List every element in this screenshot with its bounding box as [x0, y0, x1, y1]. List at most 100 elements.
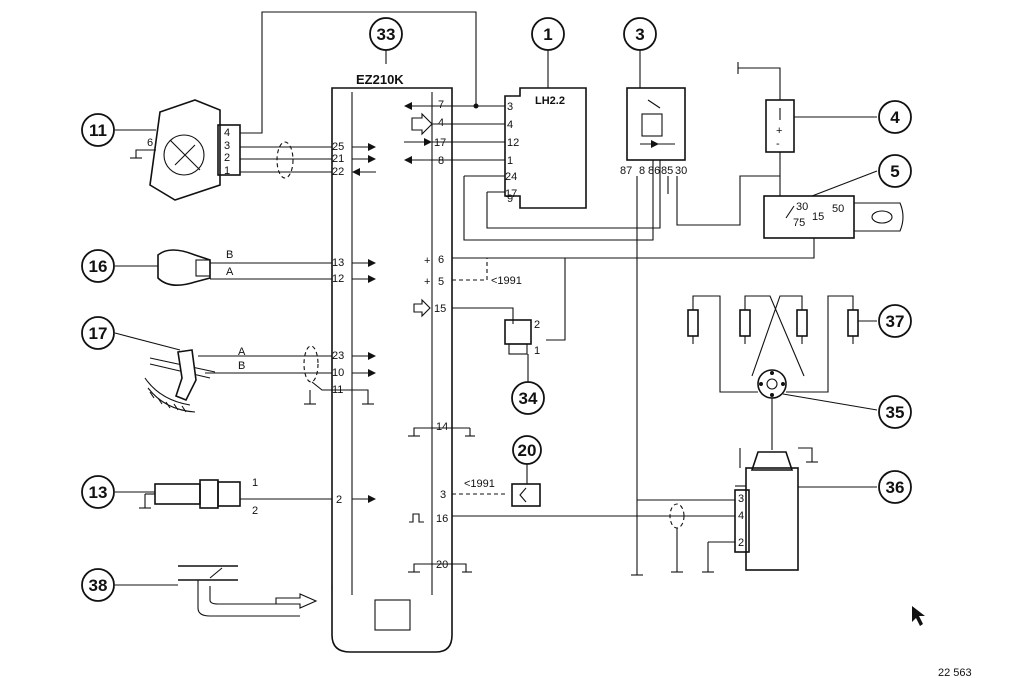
th-pin-3: 3 — [224, 140, 230, 152]
callout-38: 38 — [81, 568, 115, 602]
ecu-pin-14: 14 — [436, 421, 448, 433]
wire-plug-4 — [786, 295, 854, 393]
ecu-pin-17: 17 — [434, 137, 446, 149]
ecu-module: EZ210K — [331, 72, 453, 653]
ignition-coil: 3 4 2 — [734, 451, 799, 571]
wire-coil-2 — [707, 541, 735, 572]
distributor — [757, 369, 787, 399]
callout-34: 34 — [511, 381, 545, 415]
svg-text:35: 35 — [886, 403, 905, 422]
ecu-left-pins: 25 21 22 13 12 23 10 11 2 — [332, 141, 344, 506]
th-ground-pin: 6 — [147, 137, 153, 149]
ecu-pin-13: 13 — [332, 257, 344, 269]
speed-wire-a: A — [238, 346, 246, 358]
callout-20: 20 — [512, 435, 542, 465]
ecu-pin-21: 21 — [332, 153, 344, 165]
wire-lh-to-relay — [463, 160, 654, 241]
lh-pin-9: 9 — [507, 193, 513, 205]
relay-pin-30: 30 — [675, 165, 687, 177]
svg-text:1: 1 — [543, 25, 552, 44]
speed-wire-b: B — [238, 360, 245, 372]
coil-pin-2: 2 — [738, 537, 744, 549]
relay-pin-85: 85 — [661, 165, 673, 177]
lh-module: LH2.2 3 4 12 1 24 17 9 — [504, 87, 587, 209]
ecu-pin-12: 12 — [332, 273, 344, 285]
lh-pin-4: 4 — [507, 119, 513, 131]
temp-pin-2: 2 — [252, 505, 258, 517]
leader-lines — [114, 50, 641, 586]
spark-plug-2 — [739, 300, 751, 344]
callout-13: 13 — [81, 475, 115, 509]
left-arrows — [352, 143, 376, 503]
lh-pin-1: 1 — [507, 155, 513, 167]
ign-pin-75: 75 — [793, 217, 805, 229]
note-lt1991-b: <1991 — [464, 478, 495, 490]
callout-36: 36 — [878, 470, 912, 504]
ecu-grounds — [408, 427, 475, 573]
svg-text:4: 4 — [890, 108, 900, 127]
knock-wire-a: A — [226, 266, 234, 278]
spark-plug-1 — [687, 300, 699, 344]
callout-5: 5 — [878, 154, 912, 188]
c34-pin-2: 2 — [534, 319, 540, 331]
ecu-plus-label-b: + — [424, 276, 430, 288]
ignition-switch: 30 75 15 50 — [763, 195, 904, 239]
callout-37: 37 — [878, 304, 912, 338]
ecu-pin-10: 10 — [332, 367, 344, 379]
wire-lh-17-relay — [486, 160, 661, 229]
callout-1: 1 — [531, 17, 565, 51]
wire-coil-grounds — [739, 447, 813, 468]
ecu-pin-5: 5 — [438, 276, 444, 288]
wire-battery-ground — [738, 67, 781, 100]
knock-sensor: B A — [157, 249, 234, 286]
svg-text:16: 16 — [89, 257, 108, 276]
lh-pin-24: 24 — [505, 171, 517, 183]
relay-pin-8: 8 — [639, 165, 645, 177]
battery-minus: - — [776, 138, 780, 150]
connector-34: 2 1 — [504, 319, 540, 357]
wire-th-ground — [135, 149, 156, 158]
wire-relay-30 — [676, 175, 780, 226]
callout-17: 17 — [81, 316, 115, 350]
svg-text:3: 3 — [635, 25, 644, 44]
drawing-number: 22 563 — [938, 667, 972, 678]
ecu-pin-23: 23 — [332, 350, 344, 362]
ecu-label: EZ210K — [356, 72, 404, 87]
relay-module: 87 8 86 85 30 — [620, 87, 687, 177]
ecu-pin-15: 15 — [434, 303, 446, 315]
lh-pin-3: 3 — [507, 101, 513, 113]
wire-top-loop — [240, 11, 477, 134]
svg-text:13: 13 — [89, 483, 108, 502]
callout-35: 35 — [878, 395, 912, 429]
wire-plug-2 — [744, 295, 805, 377]
vacuum-line — [178, 565, 318, 617]
lh-pin-17: 17 — [505, 188, 517, 200]
ecu-pin-20: 20 — [436, 559, 448, 571]
relay-pin-87: 87 — [620, 165, 632, 177]
ecu-plus-label-a: + — [424, 255, 430, 267]
temp-sensor: 1 2 — [145, 477, 258, 517]
ecu-pin-4: 4 — [438, 117, 444, 129]
relay-pin-86: 86 — [648, 165, 660, 177]
ecu-pin-16: 16 — [436, 513, 448, 525]
throttle-switch: 4 3 2 1 6 — [147, 99, 241, 201]
c34-pin-1: 1 — [534, 345, 540, 357]
ecu-pin-2: 2 — [336, 494, 342, 506]
ign-pin-50: 50 — [832, 203, 844, 215]
wire-dashed-5 — [452, 258, 488, 281]
pulse-symbol — [409, 513, 424, 523]
mouse-cursor-icon — [912, 606, 925, 626]
svg-text:38: 38 — [89, 576, 108, 595]
connector-20 — [511, 483, 541, 507]
ecu-pin-6: 6 — [438, 254, 444, 266]
svg-text:36: 36 — [886, 478, 905, 497]
callout-3: 3 — [623, 17, 657, 51]
th-pin-1: 1 — [224, 165, 230, 177]
svg-text:11: 11 — [89, 121, 107, 140]
svg-text:37: 37 — [886, 312, 905, 331]
note-lt1991-a: <1991 — [491, 275, 522, 287]
coil-pin-4: 4 — [738, 510, 744, 522]
speed-sensor: A B — [144, 346, 246, 413]
ecu-pin-7: 7 — [438, 99, 444, 111]
